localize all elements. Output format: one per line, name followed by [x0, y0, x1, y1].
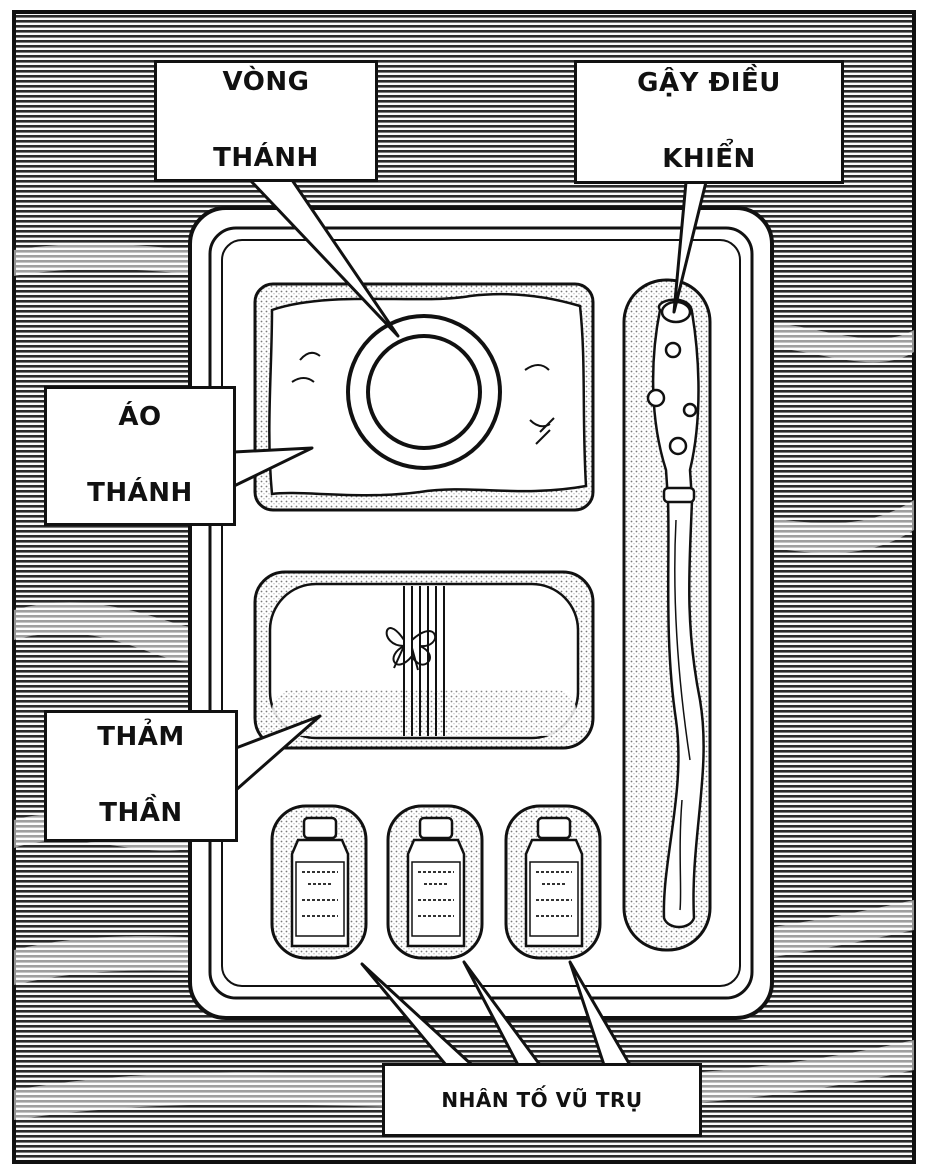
caption-tham-than: THẢM THẦN [44, 710, 238, 842]
bottle-compartment-2 [388, 806, 482, 958]
caption-vong-thanh: VÒNG THÁNH [154, 60, 378, 182]
caption-line: VÒNG [213, 64, 319, 102]
caption-line: ÁO [87, 399, 193, 437]
caption-nhan-to-vu-tru: NHÂN TỐ VŨ TRỤ [382, 1063, 702, 1137]
caption-line: KHIỂN [637, 141, 781, 179]
bottle-compartment-3 [506, 806, 600, 958]
caption-line: THẢM [97, 719, 185, 757]
caption-line: THÁNH [213, 140, 319, 178]
caption-line: GẬY ĐIỀU [637, 65, 781, 103]
caption-ao-thanh: ÁO THÁNH [44, 386, 236, 526]
carpet-icon [270, 584, 578, 738]
caption-line: THẦN [97, 795, 185, 833]
robe-compartment [255, 284, 593, 510]
bottle-compartment-1 [272, 806, 366, 958]
caption-line: NHÂN TỐ VŨ TRỤ [441, 1086, 642, 1115]
wand-compartment [624, 280, 710, 950]
caption-line: THÁNH [87, 475, 193, 513]
caption-gay-dieu-khien: GẬY ĐIỀU KHIỂN [574, 60, 844, 184]
ring-icon [348, 316, 500, 468]
